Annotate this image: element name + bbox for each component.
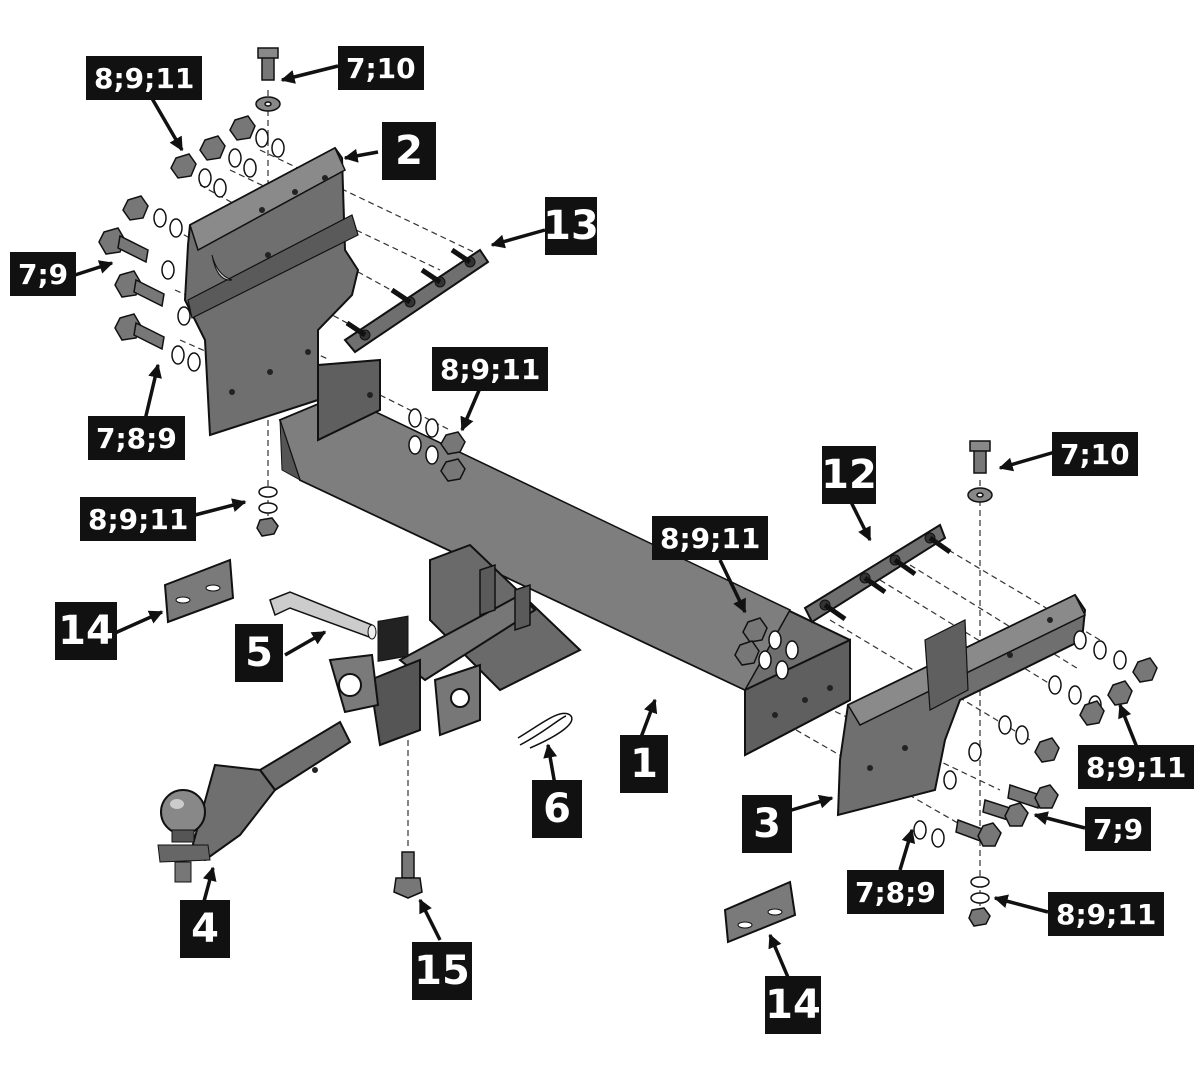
callout-8-9-11-right: 8;9;11 xyxy=(1078,745,1195,789)
right-fasteners xyxy=(913,440,1158,927)
hitch-receiver xyxy=(328,543,582,747)
hitch-pin xyxy=(269,591,377,640)
callout-part-14-left: 14 xyxy=(55,602,117,660)
callout-8-9-11-lower-right: 8;9;11 xyxy=(1048,892,1165,936)
callout-7-8-9-left: 7;8;9 xyxy=(88,416,185,460)
left-stud-plate xyxy=(343,247,490,354)
right-spacer-plate xyxy=(723,880,797,944)
main-crossbar xyxy=(278,358,851,757)
spring-clip xyxy=(517,712,573,749)
callout-part-6: 6 xyxy=(532,780,582,838)
callout-8-9-11-center-left: 8;9;11 xyxy=(432,347,549,391)
callout-7-10-right: 7;10 xyxy=(1052,432,1138,476)
bottom-bolt xyxy=(393,851,423,899)
callout-7-10-top-left: 7;10 xyxy=(338,46,424,90)
callout-8-9-11-lower-left: 8;9;11 xyxy=(80,497,197,541)
callout-part-15: 15 xyxy=(412,942,472,1000)
callout-part-12: 12 xyxy=(821,446,877,504)
callout-7-9-left: 7;9 xyxy=(10,252,77,296)
callout-part-1: 1 xyxy=(620,735,668,793)
callout-7-8-9-right: 7;8;9 xyxy=(847,870,944,914)
callout-part-4: 4 xyxy=(180,900,230,958)
left-fasteners xyxy=(98,47,285,537)
callout-7-9-right: 7;9 xyxy=(1085,807,1152,851)
center-right-fasteners xyxy=(734,617,799,680)
left-spacer-plate xyxy=(163,558,235,624)
callout-part-13: 13 xyxy=(543,197,599,255)
callout-arrows xyxy=(74,64,1142,983)
callout-8-9-11-top-left: 8;9;11 xyxy=(86,56,203,100)
callout-part-2: 2 xyxy=(382,122,436,180)
ball-mount xyxy=(157,720,352,883)
right-mounting-bracket xyxy=(836,593,1087,817)
callout-part-3: 3 xyxy=(742,795,792,853)
right-stud-plate xyxy=(803,523,952,624)
callout-8-9-11-center-right: 8;9;11 xyxy=(652,516,769,560)
callout-part-14-right: 14 xyxy=(765,976,821,1034)
center-left-fasteners xyxy=(408,408,466,482)
left-mounting-bracket xyxy=(183,146,360,437)
callout-part-5: 5 xyxy=(235,624,283,682)
